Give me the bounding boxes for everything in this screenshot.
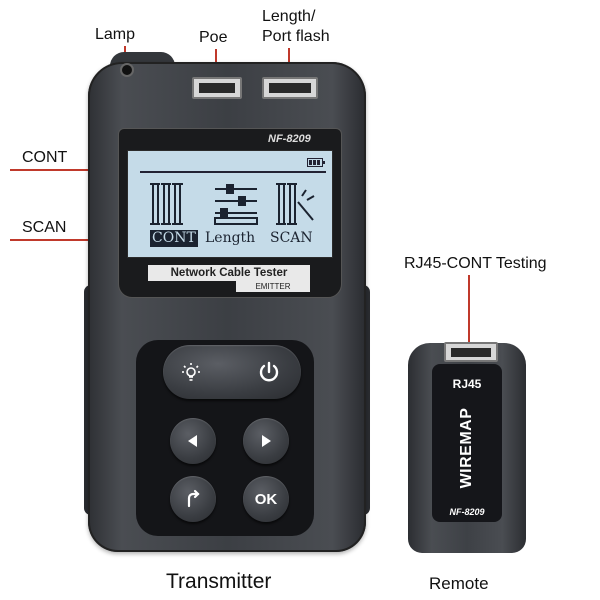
lcd-length-label: Length	[205, 230, 256, 246]
poe-port	[192, 77, 242, 99]
right-arrow-icon	[262, 435, 271, 447]
cont-label: CONT	[22, 149, 68, 166]
left-arrow-key[interactable]	[170, 418, 216, 464]
right-arrow-key[interactable]	[243, 418, 289, 464]
transmitter-caption: Transmitter	[166, 570, 272, 593]
emitter-tag: EMITTER	[236, 281, 310, 292]
length-label-line2: Port flash	[262, 28, 330, 45]
rj45-leader-line	[468, 275, 470, 343]
scan-label: SCAN	[22, 219, 67, 236]
lamp-icon	[120, 63, 134, 77]
cont-leader-line	[10, 169, 92, 171]
battery-icon	[307, 158, 325, 167]
return-key[interactable]	[170, 476, 216, 522]
lamp-label: Lamp	[95, 26, 136, 43]
product-name-strip: Network Cable Tester	[148, 265, 310, 281]
left-arrow-icon	[188, 435, 197, 447]
rj45-cont-label: RJ45-CONT Testing	[404, 255, 547, 272]
power-icon[interactable]	[257, 360, 281, 384]
scan-leader-line	[10, 239, 92, 241]
return-arrow-icon	[187, 489, 200, 508]
transmitter-model: NF-8209	[268, 133, 311, 145]
lcd-scan-label: SCAN	[270, 230, 313, 246]
length-port	[262, 77, 318, 99]
lcd-cont-label: CONT	[150, 230, 198, 247]
remote-model: NF-8209	[449, 507, 485, 517]
remote-rj45-label: RJ45	[452, 377, 482, 391]
ok-key[interactable]: OK	[243, 476, 289, 522]
remote-rj45-port	[444, 342, 498, 362]
length-mode-icon	[214, 184, 258, 225]
poe-label: Poe	[199, 29, 228, 46]
cont-mode-icon	[150, 183, 183, 225]
ok-key-label: OK	[254, 490, 278, 508]
length-label-line1: Length/	[262, 8, 316, 25]
lcd-separator	[140, 171, 326, 173]
remote-caption: Remote	[429, 574, 489, 593]
light-bulb-icon[interactable]	[180, 361, 202, 383]
scan-mode-icon	[276, 183, 315, 225]
remote-wiremap-label: WIREMAP	[458, 407, 475, 489]
remote-panel	[432, 364, 502, 522]
